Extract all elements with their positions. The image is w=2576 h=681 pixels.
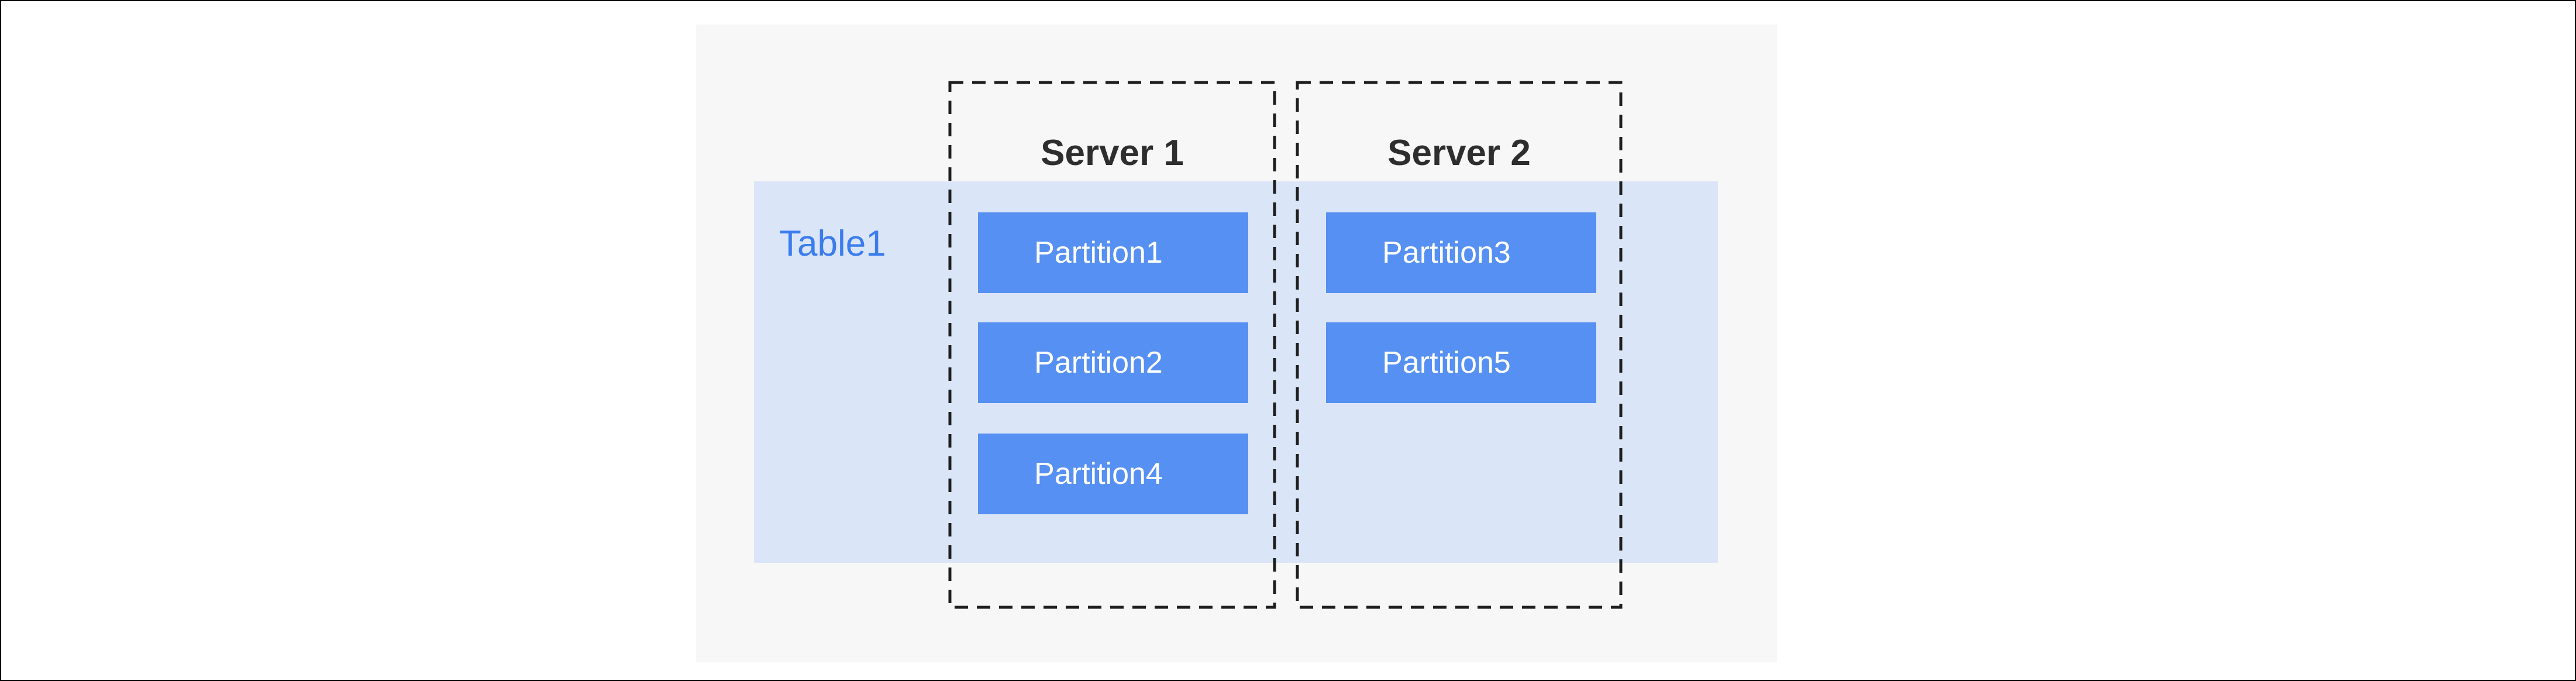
partition-box-3: Partition3: [1326, 212, 1596, 293]
server1-label: Server 1: [1041, 133, 1184, 173]
partition4-label: Partition4: [1034, 457, 1163, 491]
partition-box-4: Partition4: [978, 434, 1248, 514]
partition-box-5: Partition5: [1326, 322, 1596, 403]
partition2-label: Partition2: [1034, 346, 1163, 380]
partition5-label: Partition5: [1382, 346, 1511, 380]
partition-box-2: Partition2: [978, 322, 1248, 403]
table1-label: Table1: [779, 223, 886, 264]
partition3-label: Partition3: [1382, 236, 1511, 270]
partition1-label: Partition1: [1034, 236, 1163, 270]
partition-box-1: Partition1: [978, 212, 1248, 293]
server2-label: Server 2: [1387, 133, 1531, 173]
